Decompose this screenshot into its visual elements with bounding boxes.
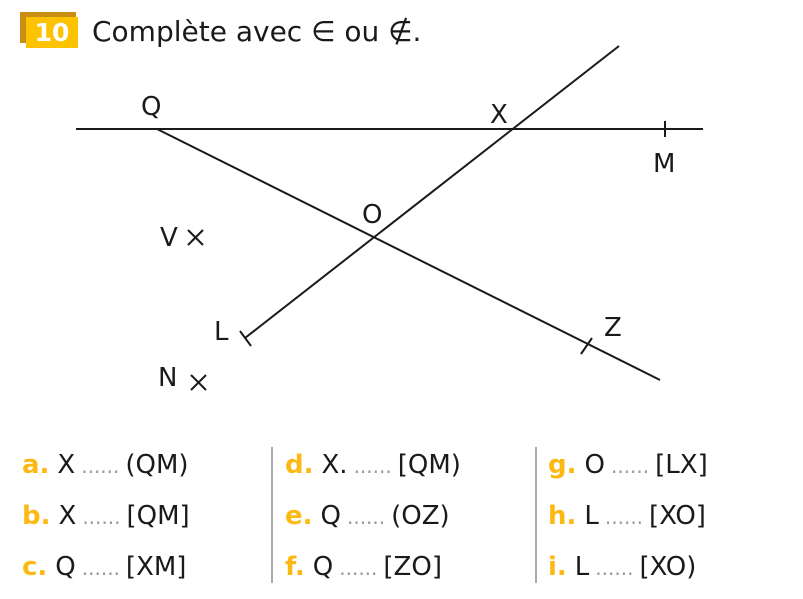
item-set: [ZO] xyxy=(383,552,442,582)
item-letter: c. xyxy=(22,552,48,582)
column-divider xyxy=(271,447,273,583)
item-set: [XO] xyxy=(649,501,706,531)
answer-blank[interactable]: ...... xyxy=(353,454,392,478)
label-z: Z xyxy=(604,313,622,343)
label-n: N xyxy=(158,363,177,393)
exercise-instruction: Complète avec ∈ ou ∉. xyxy=(92,15,422,48)
item-point: L xyxy=(584,501,599,531)
item-set: [XM] xyxy=(125,552,187,582)
label-l: L xyxy=(214,317,229,347)
exercise-item: f.Q......[ZO] xyxy=(285,548,461,599)
answer-blank[interactable]: ...... xyxy=(82,505,121,529)
item-point: X xyxy=(57,450,76,480)
answer-blank[interactable]: ...... xyxy=(346,505,386,529)
item-letter: g. xyxy=(548,450,577,480)
item-letter: h. xyxy=(548,501,577,531)
item-point: Q xyxy=(320,501,341,531)
label-q: Q xyxy=(141,92,161,122)
item-letter: f. xyxy=(285,552,305,582)
exercise-item: d.X.......[QM) xyxy=(285,446,461,497)
item-point: O xyxy=(584,450,605,480)
item-point: Q xyxy=(55,552,76,582)
column-divider xyxy=(535,447,537,583)
exercise-item: h.L......[XO] xyxy=(548,497,708,548)
exercise-item: c.Q......[XM] xyxy=(22,548,190,599)
exercise-number: 10 xyxy=(26,17,78,48)
label-o: O xyxy=(362,200,382,230)
line-lx xyxy=(244,45,620,339)
answer-blank[interactable]: ...... xyxy=(339,556,378,580)
item-point: Q xyxy=(312,552,334,582)
item-letter: d. xyxy=(285,450,314,480)
item-set: [LX] xyxy=(655,450,708,480)
item-point: X xyxy=(58,501,77,531)
item-set: [QM) xyxy=(397,450,461,480)
label-m: M xyxy=(653,149,675,179)
geometry-figure: Q X M O V L Z N xyxy=(76,45,703,393)
cross-v xyxy=(187,229,204,246)
item-letter: e. xyxy=(285,501,313,531)
item-column: g.O......[LX]h.L......[XO]i.L......[XO) xyxy=(548,446,708,599)
item-point: L xyxy=(574,552,590,582)
tick-z xyxy=(580,337,593,355)
item-set: [XO) xyxy=(639,552,697,582)
exercise-item: b.X......[QM] xyxy=(22,497,190,548)
item-set: (QM) xyxy=(125,450,189,480)
answer-blank[interactable]: ...... xyxy=(81,454,120,478)
item-letter: b. xyxy=(22,501,51,531)
exercise-item: e.Q......(OZ) xyxy=(285,497,461,548)
item-set: [QM] xyxy=(126,501,190,531)
answer-blank[interactable]: ...... xyxy=(604,505,644,529)
exercise-item: g.O......[LX] xyxy=(548,446,708,497)
line-qz xyxy=(156,128,661,381)
item-column: a.X......(QM)b.X......[QM]c.Q......[XM] xyxy=(22,446,190,599)
exercise-item: a.X......(QM) xyxy=(22,446,190,497)
tick-l xyxy=(239,330,252,347)
exercise-item: i.L......[XO) xyxy=(548,548,708,599)
item-set: (OZ) xyxy=(391,501,450,531)
answer-blank[interactable]: ...... xyxy=(610,454,650,478)
cross-n xyxy=(190,374,207,391)
answer-blank[interactable]: ...... xyxy=(595,556,634,580)
item-letter: i. xyxy=(548,552,567,582)
item-point: X. xyxy=(321,450,348,480)
exercise-number-badge: 10 xyxy=(20,12,78,48)
label-v: V xyxy=(160,223,178,253)
item-column: d.X.......[QM)e.Q......(OZ)f.Q......[ZO] xyxy=(285,446,461,599)
label-x: X xyxy=(490,100,508,130)
answer-blank[interactable]: ...... xyxy=(81,556,120,580)
item-letter: a. xyxy=(22,450,50,480)
